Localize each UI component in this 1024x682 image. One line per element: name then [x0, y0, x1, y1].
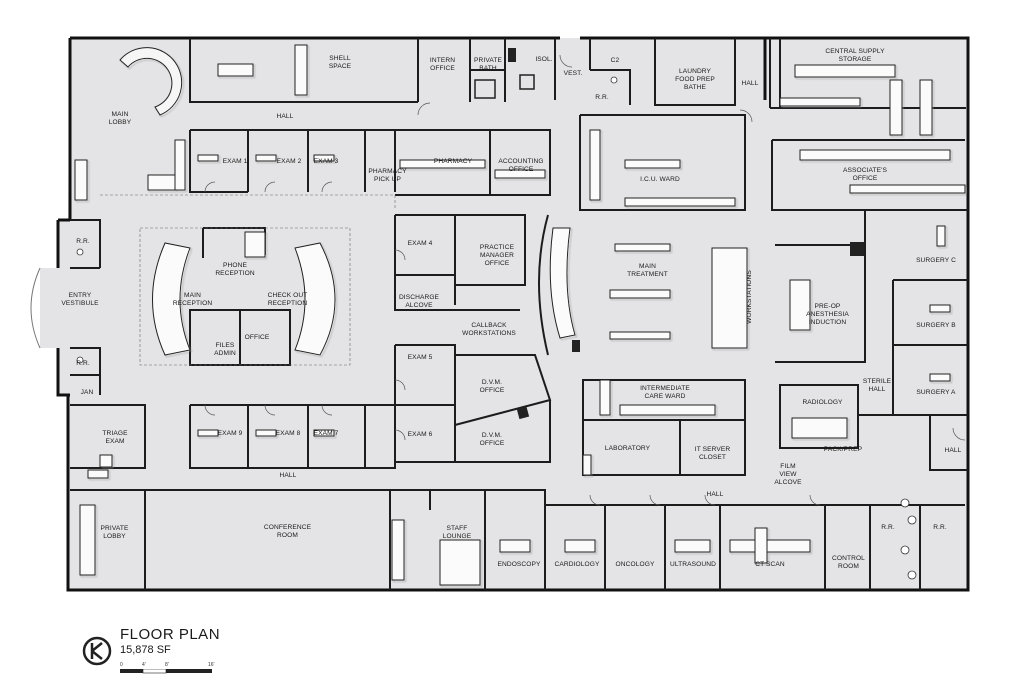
room-label-central-supply: CENTRAL SUPPLY STORAGE: [825, 48, 885, 63]
room-label-conference: CONFERENCE ROOM: [263, 524, 312, 539]
plan-title: FLOOR PLAN: [120, 626, 221, 643]
dashed-outlines: [100, 194, 396, 366]
room-label-dvm-office-2: D.V.M. OFFICE: [479, 432, 505, 447]
room-label-office: OFFICE: [244, 334, 270, 341]
room-label-control-room: CONTROL ROOM: [832, 555, 865, 570]
scale-tick: 0: [120, 662, 123, 668]
room-label-exam7: EXAM 7: [313, 430, 339, 437]
room-label-radiology: RADIOLOGY: [802, 399, 843, 406]
room-label-hall-top: HALL: [276, 113, 294, 120]
room-label-cardiology: CARDIOLOGY: [554, 561, 600, 568]
room-label-intermediate-care: INTERMEDIATE CARE WARD: [640, 385, 690, 400]
room-label-c2: C2: [610, 57, 620, 64]
room-label-accounting: ACCOUNTING OFFICE: [498, 158, 544, 173]
plan-area: 15,878 SF: [120, 644, 171, 656]
room-label-film-view: FILM VIEW ALCOVE: [774, 463, 802, 486]
room-label-sterile-hall: STERILE HALL: [862, 378, 892, 393]
room-label-phone-reception: PHONE RECEPTION: [215, 262, 255, 277]
room-label-exam8: EXAM 8: [275, 430, 301, 437]
scale-tick: 4': [142, 662, 146, 668]
fixtures: [474, 48, 864, 420]
room-label-main-reception: MAIN RECEPTION: [172, 292, 213, 307]
sinks: [76, 76, 917, 580]
room-label-surgery-c: SURGERY C: [916, 257, 956, 264]
room-label-hall-right: HALL: [944, 447, 962, 454]
room-label-it-server: IT SERVER CLOSET: [694, 446, 731, 461]
room-label-hall-lower: HALL: [706, 491, 724, 498]
room-label-jan: JAN: [80, 389, 94, 396]
room-label-main-treatment: MAIN TREATMENT: [627, 263, 668, 278]
room-label-private-lobby: PRIVATE LOBBY: [100, 525, 129, 540]
room-label-laundry: LAUNDRY FOOD PREP BATHE: [675, 68, 715, 91]
room-label-pharmacy: PHARMACY: [433, 158, 473, 165]
room-label-ct-scan: CT SCAN: [755, 561, 785, 568]
room-label-practice-manager: PRACTICE MANAGER OFFICE: [479, 244, 515, 267]
room-label-exam4: EXAM 4: [407, 240, 433, 247]
room-label-associates: ASSOCIATE'S OFFICE: [842, 167, 887, 182]
room-label-rr-left-bottom: R.R.: [76, 360, 90, 367]
room-label-dvm-office-1: D.V.M. OFFICE: [479, 379, 505, 394]
exterior-walls: [56, 36, 970, 592]
scale-bar-graphic: [120, 669, 212, 674]
room-label-workstations: WORKSTATIONS: [746, 270, 753, 324]
room-label-surgery-a: SURGERY A: [916, 389, 956, 396]
entry-arc: [30, 267, 41, 349]
room-label-rr-bottom-2: R.R.: [933, 524, 947, 531]
scale-tick: 16': [208, 662, 215, 668]
room-label-triage: TRIAGE EXAM: [102, 430, 128, 445]
room-label-rr-left-top: R.R.: [76, 238, 90, 245]
interior-walls: [70, 38, 968, 590]
scale-bar: 0 4' 8' 16': [120, 662, 220, 676]
door-swings: [204, 54, 966, 506]
logo-icon: [82, 636, 112, 666]
room-label-rr-top: R.R.: [595, 94, 609, 101]
room-label-exam1: EXAM 1: [222, 158, 248, 165]
room-label-staff-lounge: STAFF LOUNGE: [442, 525, 472, 540]
room-label-ultrasound: ULTRASOUND: [670, 561, 716, 568]
room-label-icu: I.C.U. WARD: [640, 176, 680, 183]
furniture: [74, 44, 966, 586]
room-label-hall-mid: HALL: [279, 472, 297, 479]
room-label-exam6: EXAM 6: [407, 431, 433, 438]
room-label-vest: VEST.: [563, 70, 583, 77]
room-label-main-lobby: MAIN LOBBY: [108, 111, 132, 126]
room-label-surgery-b: SURGERY B: [916, 322, 956, 329]
room-label-endoscopy: ENDOSCOPY: [497, 561, 541, 568]
room-label-exam3: EXAM 3: [313, 158, 339, 165]
scale-tick: 8': [165, 662, 169, 668]
room-label-rr-bottom-1: R.R.: [881, 524, 895, 531]
room-label-exam2: EXAM 2: [276, 158, 302, 165]
room-label-isol: ISOL.: [535, 56, 553, 63]
room-label-private-bath: PRIVATE BATH: [474, 57, 502, 72]
room-label-intern-office: INTERN OFFICE: [429, 57, 456, 72]
room-label-checkout-reception: CHECK OUT RECEPTION: [267, 292, 308, 307]
room-label-exam9: EXAM 9: [217, 430, 243, 437]
room-label-shell-space: SHELL SPACE: [328, 55, 352, 70]
room-label-entry-vestibule: ENTRY VESTIBULE: [61, 292, 99, 307]
room-label-discharge-alcove: DISCHARGE ALCOVE: [398, 294, 440, 309]
room-label-exam5: EXAM 5: [407, 354, 433, 361]
room-label-pack-prep: PACK/PREP: [823, 446, 863, 453]
room-label-callback: CALLBACK WORKSTATIONS: [462, 322, 516, 337]
room-label-pharmacy-pickup: PHARMACY PICK UP: [368, 168, 407, 183]
room-label-files-admin: FILES ADMIN: [214, 342, 236, 357]
title-block: FLOOR PLAN 15,878 SF 0 4' 8' 16': [80, 626, 280, 676]
room-label-laboratory: LABORATORY: [604, 445, 651, 452]
room-label-hall-top-right: HALL: [741, 80, 759, 87]
building-floor: [40, 38, 968, 590]
room-label-preop: PRE-OP ANESTHESIA INDUCTION: [806, 303, 849, 326]
room-label-oncology: ONCOLOGY: [615, 561, 655, 568]
